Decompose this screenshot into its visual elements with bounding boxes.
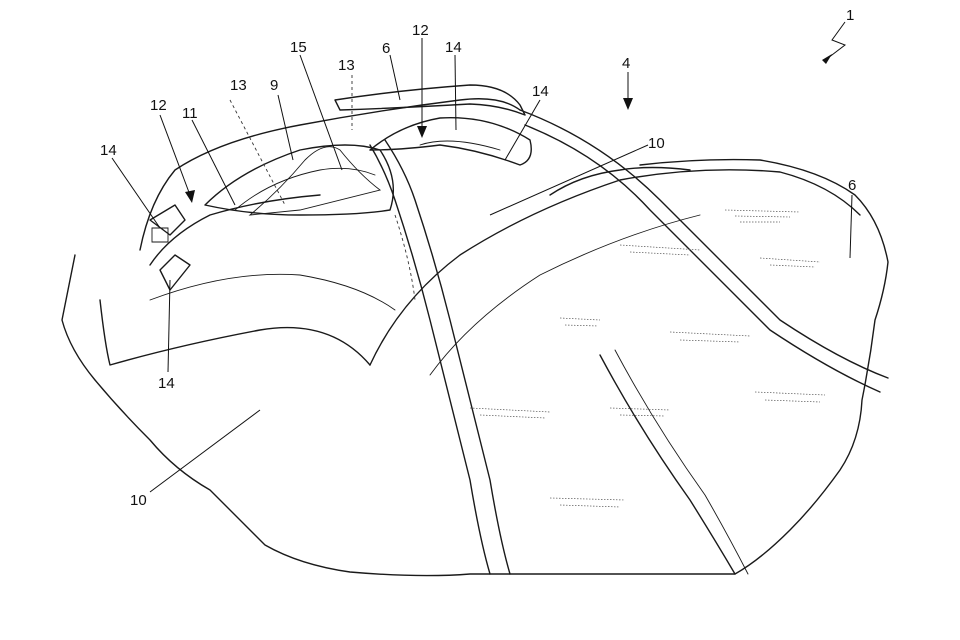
leader-9	[277, 94, 294, 161]
right-recess-hatch	[419, 140, 501, 151]
leader-14c	[454, 54, 457, 131]
arrowhead-12b	[417, 126, 427, 138]
ref-12-left: 12	[150, 97, 167, 114]
spoiler-top	[139, 98, 521, 251]
rear-window-panel	[369, 169, 861, 366]
leader-6a	[389, 54, 401, 101]
left-wing-upper	[149, 204, 186, 236]
glass-shade-2	[619, 244, 701, 256]
ref-14-top: 14	[445, 39, 462, 56]
leader-11	[191, 119, 236, 206]
ref-6-right: 6	[848, 177, 856, 194]
left-quarter-crease	[149, 273, 396, 311]
ref-11: 11	[182, 105, 198, 122]
flap-dashed-a	[229, 99, 286, 206]
window-pillar	[599, 354, 736, 575]
flap-dashed-c	[394, 214, 416, 301]
recess-outline	[204, 144, 395, 216]
arrowhead-1	[822, 54, 832, 64]
spoiler-blade	[334, 84, 526, 116]
glass-shade-5	[669, 331, 751, 343]
glass-shade-3	[759, 257, 821, 268]
window-pillar-inner	[614, 349, 749, 575]
right-recess	[369, 116, 532, 166]
leader-14a	[111, 157, 161, 229]
leader-10b	[489, 144, 649, 216]
ref-15: 15	[290, 39, 307, 56]
leader-12a	[159, 114, 191, 196]
leader-6b	[849, 194, 853, 259]
glass-shade-9	[549, 497, 626, 508]
glass-shade-6	[754, 391, 826, 403]
leader-15	[299, 54, 343, 171]
leader-14d	[504, 99, 541, 161]
ref-14-left-bottom: 14	[158, 375, 175, 392]
arrowhead-4	[623, 98, 633, 110]
ref-10-left: 10	[130, 492, 147, 509]
ref-14-left-top: 14	[100, 142, 117, 159]
leader-1	[827, 21, 847, 59]
left-wing-lower	[159, 254, 191, 291]
spoiler-lower	[149, 194, 321, 266]
arrowhead-12a	[185, 190, 195, 203]
ref-10-right: 10	[648, 135, 665, 152]
ref-9: 9	[270, 77, 278, 94]
window-frame	[549, 166, 691, 196]
roof-rail-left-inner	[384, 139, 511, 575]
roof-rail-right-inner	[524, 124, 881, 393]
glass-shade-7	[469, 407, 551, 419]
leader-14b	[167, 279, 171, 373]
ref-14-right: 14	[532, 83, 549, 100]
ref-4: 4	[622, 55, 630, 72]
left-mirror-box	[151, 227, 169, 243]
glass-shade-4	[559, 317, 601, 327]
ref-1: 1	[846, 7, 854, 24]
roof-rail-left-outer	[369, 144, 491, 575]
roof-rail-right-outer	[519, 109, 889, 379]
left-quarter-outline	[99, 299, 371, 366]
rear-window-inner-edge	[429, 214, 701, 376]
glass-shade-8	[609, 407, 671, 417]
ref-6-top: 6	[382, 40, 390, 57]
ref-13-right: 13	[338, 57, 355, 74]
flap-cover	[248, 146, 382, 216]
leader-10a	[149, 409, 261, 493]
ref-12-top: 12	[412, 22, 429, 39]
ref-13-left: 13	[230, 77, 247, 94]
vehicle-body-outline	[61, 158, 889, 577]
glass-shade-1	[724, 209, 801, 223]
